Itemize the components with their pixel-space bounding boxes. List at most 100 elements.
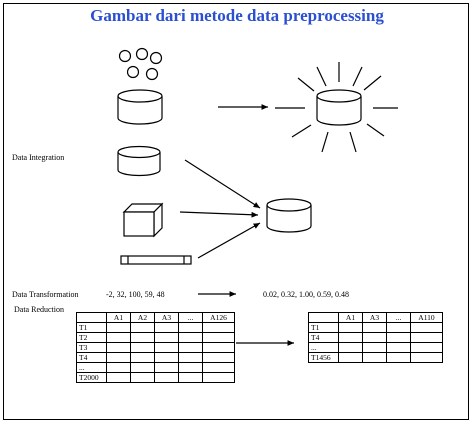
- reduction-result-table-cell: [362, 332, 387, 343]
- dirty-database-icon: [117, 89, 163, 125]
- reduction-source-table-cell: [202, 372, 235, 383]
- integration-arrow: [197, 222, 261, 259]
- integration-arrows: [179, 159, 261, 259]
- reduction-result-table-row: T1: [308, 322, 443, 333]
- reduction-source-table-header-cell: A2: [130, 312, 155, 323]
- reduction-result-table-header-cell: A3: [362, 312, 387, 323]
- reduction-result-table-row: T1456: [308, 352, 443, 363]
- reduction-source-table-row: T2000: [76, 372, 235, 383]
- reduction-source-table-cell: [202, 322, 235, 333]
- data-integration-label: Data Integration: [12, 153, 65, 162]
- reduction-source-table-cell: ...: [76, 362, 107, 373]
- reduction-result-table-cell: [386, 352, 411, 363]
- integration-source-database-icon: [117, 145, 161, 177]
- reduction-result-table-header-cell: A1: [338, 312, 363, 323]
- reduction-result-table-cell: [386, 332, 411, 343]
- reduction-source-table-cell: [178, 352, 203, 363]
- reduction-source-table-cell: [154, 362, 179, 373]
- reduction-source-table-header-cell: A1: [106, 312, 131, 323]
- reduction-source-table-header-cell: [76, 312, 107, 323]
- raw-data-circle: [126, 65, 140, 79]
- reduction-source-table-cell: [178, 342, 203, 353]
- reduction-source-table-cell: [106, 342, 131, 353]
- reduction-result-table-cell: [410, 332, 443, 343]
- reduction-source-table-cell: [106, 352, 131, 363]
- reduction-source-table-cell: [178, 322, 203, 333]
- reduction-result-table-cell: [410, 322, 443, 333]
- reduction-result-table-cell: T1: [308, 322, 339, 333]
- reduction-source-table-cell: [154, 342, 179, 353]
- reduction-source-table-cell: [178, 362, 203, 373]
- reduction-source-table-cell: T1: [76, 322, 107, 333]
- integration-source-cube-icon: [122, 202, 164, 238]
- data-transformation-label: Data Transformation: [12, 290, 79, 299]
- reduction-source-table-cell: [154, 372, 179, 383]
- integration-source-tape-icon: [120, 255, 192, 265]
- reduction-source-table-header-cell: ...: [178, 312, 203, 323]
- integration-arrow: [184, 159, 261, 209]
- reduction-result-table-row: ...: [308, 342, 443, 353]
- reduction-source-table-cell: [202, 352, 235, 363]
- reduction-source-table-row: T2: [76, 332, 235, 343]
- reduction-source-table-cell: T2: [76, 332, 107, 343]
- raw-data-circle: [149, 51, 163, 65]
- reduction-source-table-cell: [178, 332, 203, 343]
- reduction-source-table-cell: [154, 332, 179, 343]
- integrated-database-icon: [266, 198, 312, 233]
- reduction-source-table-cell: [130, 372, 155, 383]
- raw-data-circle: [135, 47, 149, 61]
- reduction-result-table-header-cell: [308, 312, 339, 323]
- raw-data-circle: [118, 49, 132, 63]
- clean-database-icon: [275, 62, 398, 153]
- reduction-result-table-cell: ...: [308, 342, 339, 353]
- reduction-source-table-cell: [202, 362, 235, 373]
- reduction-result-table-cell: [362, 352, 387, 363]
- transformation-input-values: -2, 32, 100, 59, 48: [106, 290, 165, 299]
- reduction-source-table-header-cell: A3: [154, 312, 179, 323]
- reduction-source-table-row: ...: [76, 362, 235, 373]
- reduction-source-table-cell: [130, 342, 155, 353]
- reduction-source-table-cell: T3: [76, 342, 107, 353]
- reduction-source-table-cell: [106, 372, 131, 383]
- reduction-result-table-cell: [362, 342, 387, 353]
- reduction-source-table-cell: [130, 362, 155, 373]
- transformation-output-values: 0.02, 0.32, 1.00, 0.59, 0.48: [263, 290, 349, 299]
- reduction-source-table-row: T1: [76, 322, 235, 333]
- reduction-source-table-cell: T4: [76, 352, 107, 363]
- reduction-result-table-cell: [338, 332, 363, 343]
- reduction-result-table-header-cell: A110: [410, 312, 443, 323]
- reduction-result-table-header-cell: ...: [386, 312, 411, 323]
- reduction-source-table-row: T3: [76, 342, 235, 353]
- reduction-source-table-cell: [130, 322, 155, 333]
- reduction-result-table-cell: [362, 322, 387, 333]
- reduction-result-table-cell: [338, 322, 363, 333]
- reduction-source-table-cell: [202, 332, 235, 343]
- reduction-result-table-cell: [410, 352, 443, 363]
- reduction-source-table-cell: [130, 352, 155, 363]
- reduction-source-table-cell: [106, 332, 131, 343]
- raw-data-circles: [118, 47, 163, 81]
- reduction-source-table-cell: [106, 362, 131, 373]
- reduction-source-table-header-cell: A126: [202, 312, 235, 323]
- reduction-source-table-row: T4: [76, 352, 235, 363]
- reduction-result-table-cell: [386, 322, 411, 333]
- reduction-source-table-cell: [202, 342, 235, 353]
- reduction-source-table-cell: [178, 372, 203, 383]
- reduction-result-table-cell: [338, 352, 363, 363]
- reduction-source-table-cell: [154, 352, 179, 363]
- reduction-source-table-cell: [130, 332, 155, 343]
- reduction-source-table-cell: [154, 322, 179, 333]
- reduction-result-table-cell: T1456: [308, 352, 339, 363]
- reduction-result-table-cell: [410, 342, 443, 353]
- shine-rays-icon: [275, 62, 398, 153]
- reduction-result-table-cell: [386, 342, 411, 353]
- reduction-result-table-cell: T4: [308, 332, 339, 343]
- raw-data-circle: [145, 67, 159, 81]
- reduction-source-table-cell: T2000: [76, 372, 107, 383]
- reduction-result-table-row: T4: [308, 332, 443, 343]
- integration-arrow: [179, 211, 259, 218]
